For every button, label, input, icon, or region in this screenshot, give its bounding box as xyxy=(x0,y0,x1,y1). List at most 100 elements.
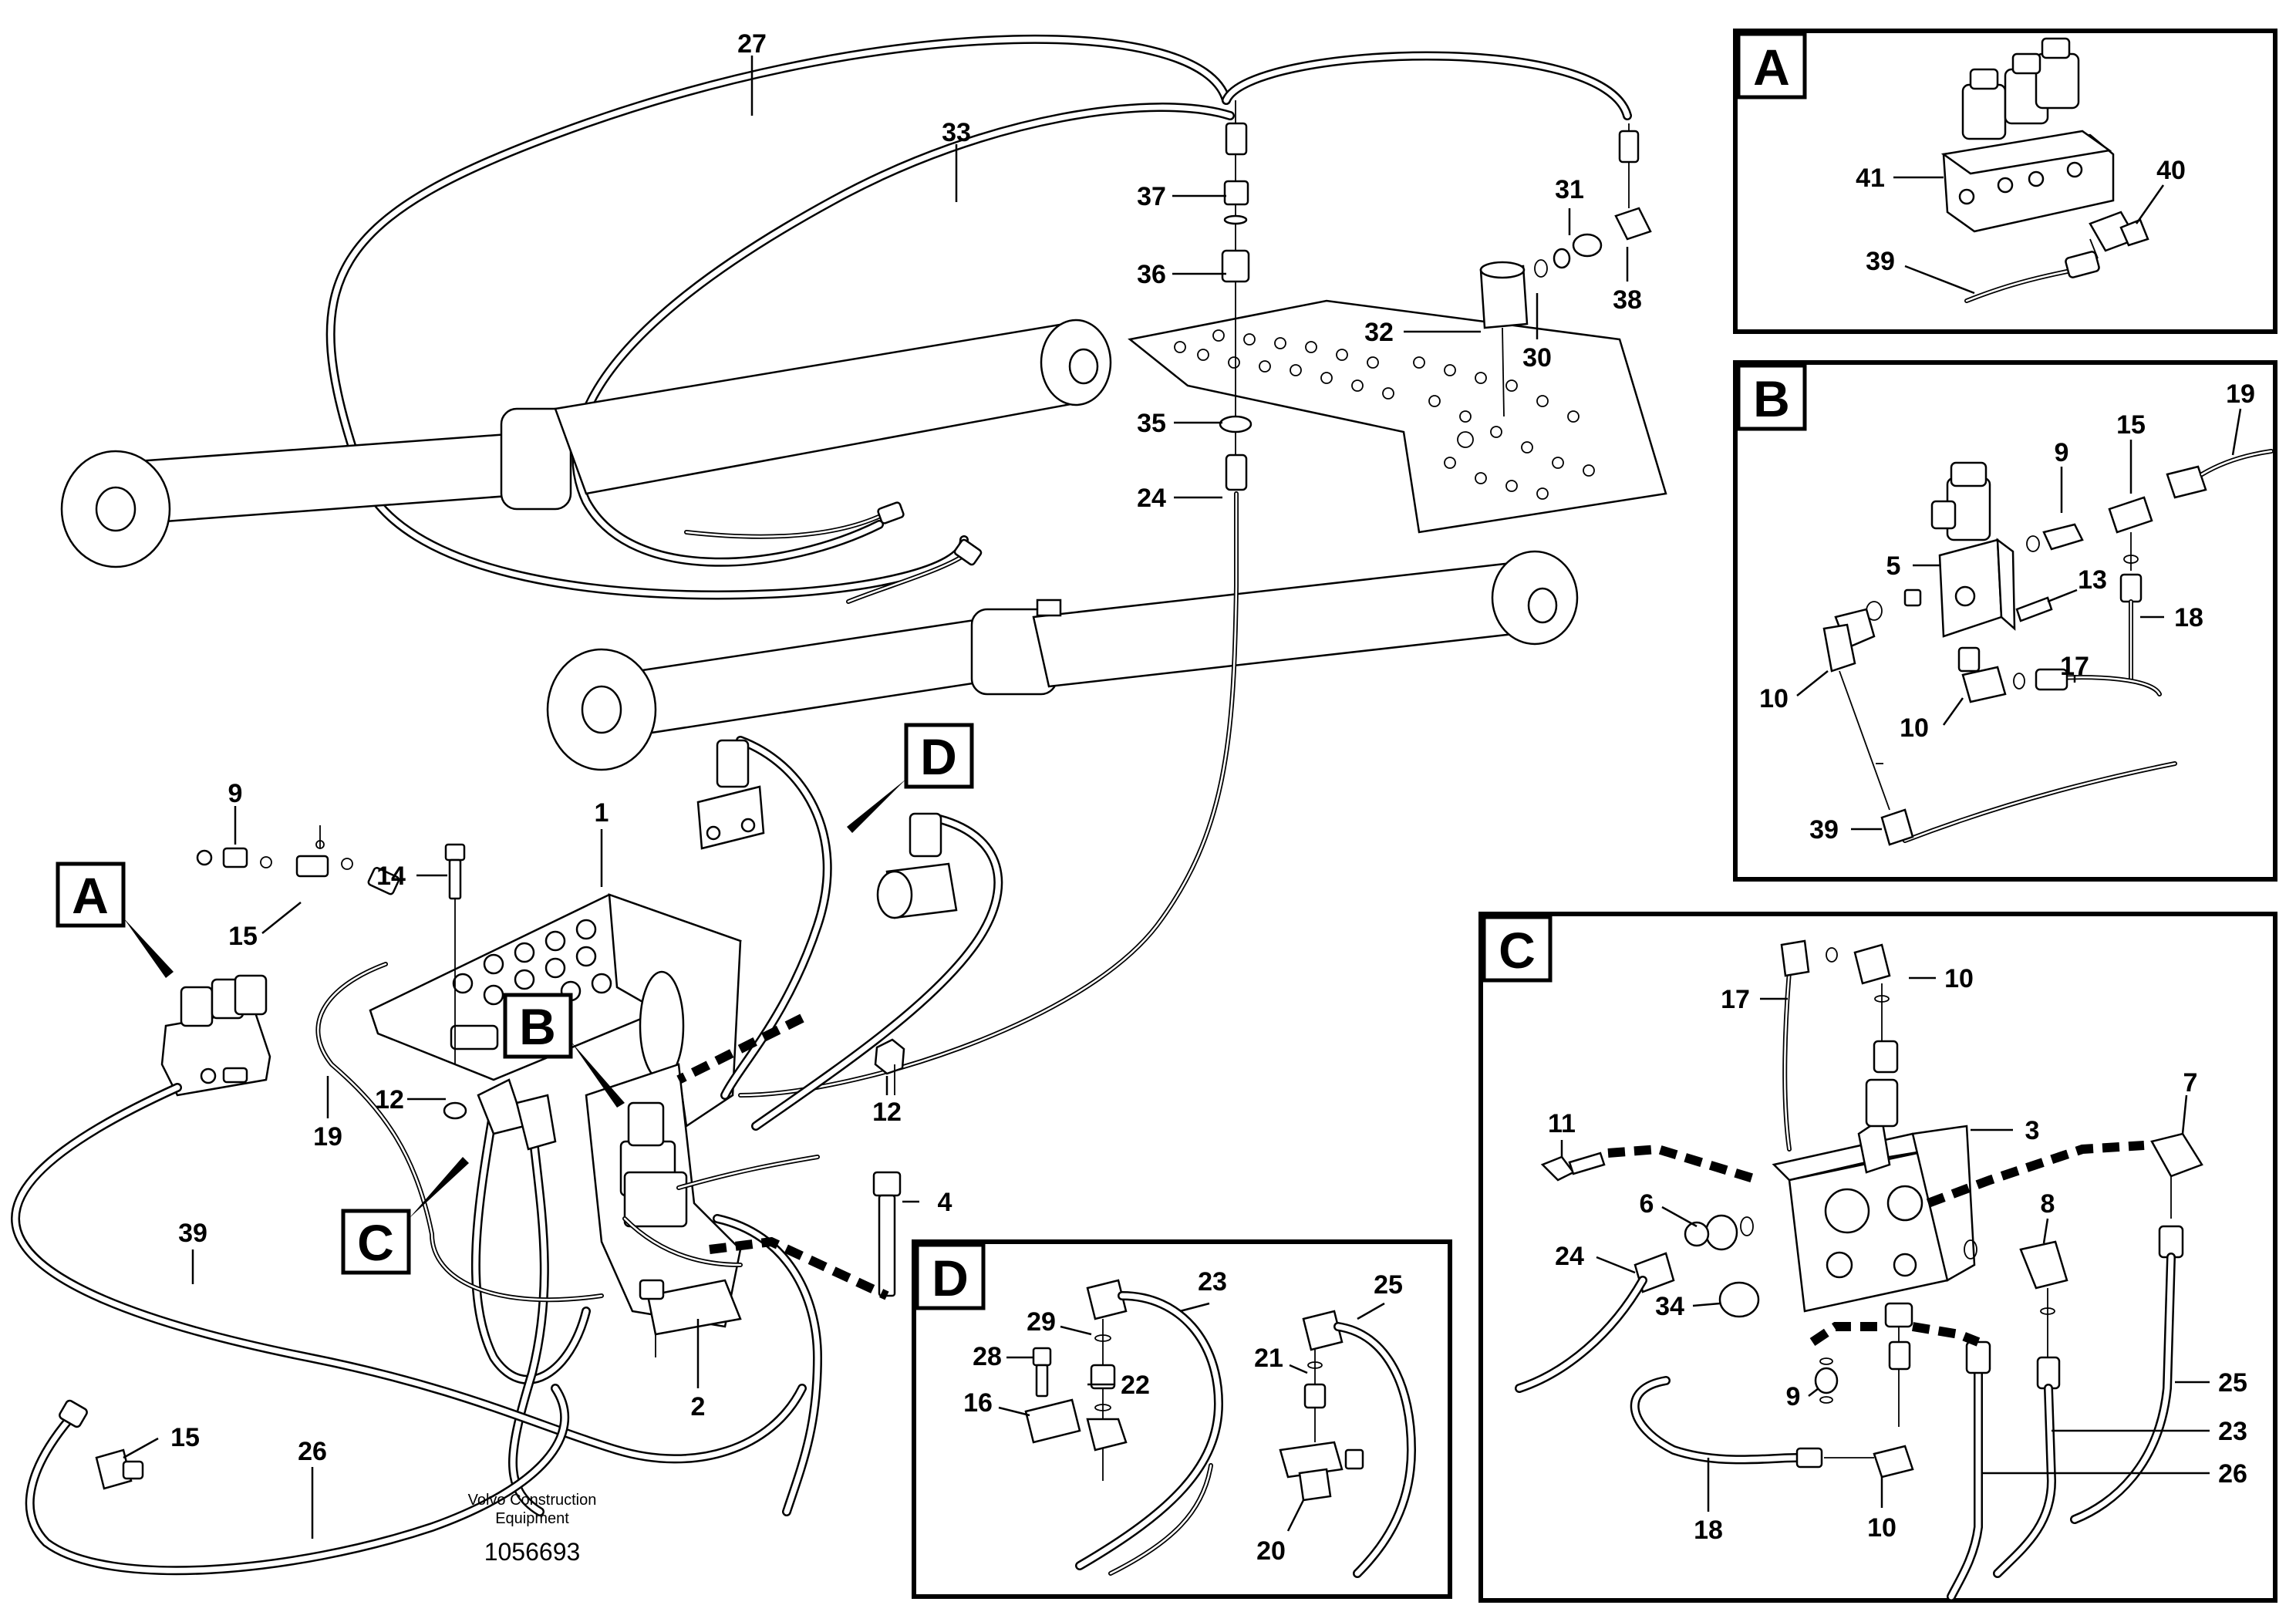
view-marker-b-text: B xyxy=(519,998,556,1055)
drawing-number: 1056693 xyxy=(484,1538,581,1566)
fitting-stack-center xyxy=(738,100,1253,1098)
inset-c-title: C xyxy=(1499,922,1536,979)
perforated-plate-top xyxy=(1128,299,1667,534)
main-callouts: 27 33 37 36 35 24 31 32 30 38 1 14 9 15 … xyxy=(170,29,1642,1466)
bolt-14 xyxy=(443,843,467,1120)
callout-27: 27 xyxy=(737,29,767,59)
nut-12 xyxy=(874,1038,905,1075)
callout-38: 38 xyxy=(1613,285,1642,315)
cylinder-lower xyxy=(546,550,1579,771)
callout-14: 14 xyxy=(376,862,406,891)
callout-9-main: 9 xyxy=(228,779,243,808)
hose-27 xyxy=(325,34,1632,600)
inset-c-callout-17: 17 xyxy=(1721,985,1750,1014)
inset-c-callout-8: 8 xyxy=(2041,1189,2055,1219)
inset-a-callout-41: 41 xyxy=(1856,164,1885,193)
inset-c-callout-6: 6 xyxy=(1640,1189,1654,1219)
main-view xyxy=(10,34,1667,1576)
inset-b: B xyxy=(1733,360,2277,882)
inset-a-callout-40: 40 xyxy=(2156,156,2186,185)
callout-31: 31 xyxy=(1555,175,1584,204)
hose-ends-mid xyxy=(684,501,983,604)
callout-36: 36 xyxy=(1137,260,1166,289)
inset-c-callout-3: 3 xyxy=(2025,1116,2040,1145)
callout-12-left: 12 xyxy=(375,1085,404,1114)
inset-c-callout-25: 25 xyxy=(2218,1368,2247,1398)
footer: Volvo Construction Equipment 1056693 xyxy=(468,1492,597,1566)
inset-d: D 23 25 29 xyxy=(912,1239,1452,1599)
inset-b-title: B xyxy=(1753,370,1790,427)
callout-2: 2 xyxy=(691,1392,706,1421)
callout-15-main: 15 xyxy=(228,922,258,951)
inset-b-callout-17: 17 xyxy=(2060,652,2089,681)
inset-c-callout-10-bottom: 10 xyxy=(1867,1513,1896,1543)
cylinder-upper xyxy=(60,319,1112,568)
inset-c-callout-7: 7 xyxy=(2183,1068,2198,1098)
inset-c-callout-11: 11 xyxy=(1548,1109,1576,1138)
main-leaders xyxy=(123,56,1629,1539)
view-marker-b: B xyxy=(503,993,625,1108)
company-line-2: Equipment xyxy=(495,1510,569,1527)
valve-a-main xyxy=(160,974,271,1097)
hoses-c-main xyxy=(470,1078,591,1516)
callout-35: 35 xyxy=(1137,409,1166,438)
inset-c: C xyxy=(1478,912,2277,1603)
callout-1: 1 xyxy=(595,798,609,828)
inset-c-callout-34: 34 xyxy=(1655,1292,1684,1321)
callout-32: 32 xyxy=(1364,318,1394,347)
inset-d-callout-22: 22 xyxy=(1121,1371,1150,1400)
company-line-1: Volvo Construction xyxy=(468,1492,597,1509)
inset-d-callout-28: 28 xyxy=(973,1342,1002,1371)
inset-d-title: D xyxy=(932,1249,969,1307)
inset-c-callout-26: 26 xyxy=(2218,1459,2247,1489)
view-marker-a: A xyxy=(56,862,174,978)
callout-12-right: 12 xyxy=(872,1098,902,1127)
callout-15-lower: 15 xyxy=(170,1423,200,1452)
callout-30: 30 xyxy=(1522,343,1552,373)
view-marker-c: C xyxy=(341,1157,469,1275)
inset-c-callout-18: 18 xyxy=(1694,1516,1723,1545)
inset-b-callout-9: 9 xyxy=(2055,438,2069,467)
bolt-4 xyxy=(872,1171,902,1297)
inset-b-callout-19: 19 xyxy=(2226,379,2255,409)
hose-33 xyxy=(571,103,1235,567)
callout-26-main: 26 xyxy=(298,1437,327,1466)
callout-37: 37 xyxy=(1137,182,1166,211)
hose-19-main xyxy=(196,825,604,1303)
callout-33: 33 xyxy=(942,118,971,147)
inset-d-callout-21: 21 xyxy=(1254,1344,1283,1373)
callout-19-main: 19 xyxy=(313,1122,342,1152)
inset-a-title: A xyxy=(1753,39,1790,96)
inset-b-callout-15: 15 xyxy=(2116,410,2146,440)
view-marker-d: D xyxy=(847,723,974,833)
view-marker-d-text: D xyxy=(920,728,957,785)
view-marker-a-text: A xyxy=(72,867,109,924)
inset-c-callout-23: 23 xyxy=(2218,1417,2247,1446)
valve-cluster-32 xyxy=(1479,123,1652,417)
dashed-leaders-main xyxy=(676,1013,895,1300)
view-marker-c-text: C xyxy=(357,1214,394,1271)
inset-c-callout-9: 9 xyxy=(1786,1382,1801,1411)
hoses-d-main xyxy=(696,736,1003,1131)
inset-a: A 41 40 39 xyxy=(1733,29,2277,334)
inset-b-callout-10-left: 10 xyxy=(1759,684,1789,713)
inset-b-callout-39: 39 xyxy=(1809,815,1839,845)
callout-4: 4 xyxy=(938,1188,952,1217)
inset-a-callout-39: 39 xyxy=(1866,247,1895,276)
valve-b-main xyxy=(619,1101,820,1267)
inset-b-callout-18: 18 xyxy=(2174,603,2203,632)
hose-39-main xyxy=(10,1083,807,1464)
inset-b-callout-13: 13 xyxy=(2078,565,2107,595)
inset-c-callout-10-top: 10 xyxy=(1944,964,1974,993)
inset-d-callout-20: 20 xyxy=(1256,1536,1286,1566)
inset-d-callout-25: 25 xyxy=(1374,1270,1403,1300)
inset-d-callout-23: 23 xyxy=(1198,1267,1227,1297)
inset-c-callout-24: 24 xyxy=(1555,1242,1584,1271)
callout-39-main: 39 xyxy=(178,1219,207,1248)
inset-b-callout-10-right: 10 xyxy=(1900,713,1929,743)
inset-d-callout-29: 29 xyxy=(1027,1307,1056,1337)
inset-b-callout-5: 5 xyxy=(1886,551,1901,581)
inset-d-callout-16: 16 xyxy=(963,1388,993,1418)
callout-24: 24 xyxy=(1137,484,1166,513)
